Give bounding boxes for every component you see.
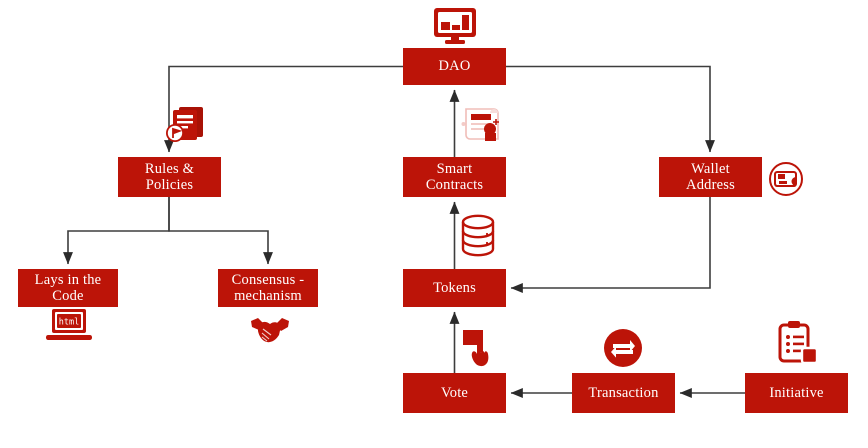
node-wallet-address[interactable]: Wallet Address: [659, 157, 762, 197]
database-tokens-icon: [458, 213, 498, 261]
connector-wallet-to-tokens: [510, 197, 711, 293]
node-transaction[interactable]: Transaction: [572, 373, 675, 413]
node-tokens[interactable]: Tokens: [403, 269, 506, 307]
svg-text:html: html: [59, 318, 79, 328]
node-consensus-mechanism[interactable]: Consensus - mechanism: [218, 269, 318, 307]
laptop-html-icon: html: [44, 308, 94, 344]
node-smart-contracts[interactable]: Smart Contracts: [403, 157, 506, 197]
node-smart-contracts-label: Smart Contracts: [425, 160, 484, 193]
node-vote-label: Vote: [440, 384, 469, 401]
wallet-card-icon: [768, 161, 804, 197]
clipboard-list-icon: [776, 320, 820, 368]
node-lays-in-the-code[interactable]: Lays in the Code: [18, 269, 118, 307]
connector-rules-to-consensus: [168, 197, 273, 265]
node-initiative[interactable]: Initiative: [745, 373, 848, 413]
node-transaction-label: Transaction: [588, 384, 659, 401]
connector-rules-to-lays: [63, 197, 170, 265]
transfer-circle-icon: [602, 327, 644, 369]
connector-dao-to-wallet: [506, 65, 715, 153]
node-wallet-address-label: Wallet Address: [686, 160, 735, 193]
node-rules-policies[interactable]: Rules & Policies: [118, 157, 221, 197]
node-dao-label: DAO: [438, 58, 471, 75]
click-pointer-icon: [461, 328, 501, 368]
smart-contract-icon: [459, 103, 503, 147]
node-rules-policies-label: Rules & Policies: [144, 160, 195, 193]
node-consensus-mechanism-label: Consensus - mechanism: [231, 271, 305, 304]
handshake-icon: [249, 315, 291, 347]
node-initiative-label: Initiative: [769, 384, 824, 401]
node-vote[interactable]: Vote: [403, 373, 506, 413]
policy-document-icon: [163, 104, 208, 149]
dashboard-monitor-icon: [432, 6, 478, 46]
node-dao[interactable]: DAO: [403, 48, 506, 85]
node-tokens-label: Tokens: [433, 279, 476, 296]
node-lays-in-the-code-label: Lays in the Code: [34, 271, 102, 304]
